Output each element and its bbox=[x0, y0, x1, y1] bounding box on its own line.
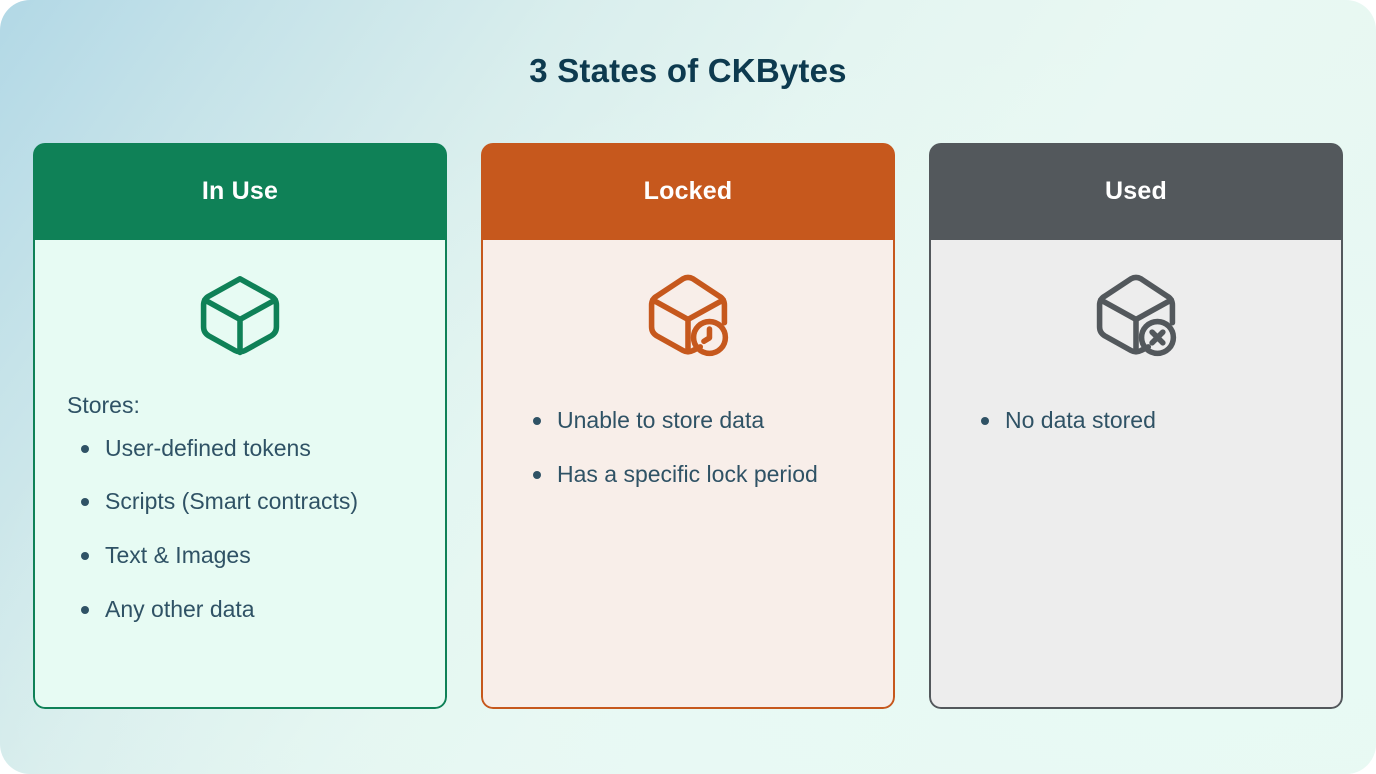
card-title-locked: Locked bbox=[643, 177, 733, 205]
card-body-in-use: Stores: User-defined tokens Scripts (Sma… bbox=[33, 240, 447, 709]
card-title-used: Used bbox=[1105, 177, 1167, 205]
card-body-used: No data stored bbox=[929, 240, 1343, 709]
card-header-used: Used bbox=[929, 143, 1343, 240]
card-header-locked: Locked bbox=[481, 143, 895, 240]
state-card-locked: Locked Unable to store data Has a spe bbox=[481, 143, 895, 709]
list-item: Text & Images bbox=[65, 541, 415, 570]
box-icon bbox=[35, 240, 445, 392]
stores-label: Stores: bbox=[67, 392, 140, 418]
list-item: User-defined tokens bbox=[65, 434, 415, 463]
card-content-in-use: Stores: User-defined tokens Scripts (Sma… bbox=[35, 392, 445, 624]
list-item: Any other data bbox=[65, 595, 415, 624]
state-cards-row: In Use Stores: User-defined tokens Scrip… bbox=[33, 143, 1343, 709]
card-content-locked: Unable to store data Has a specific lock… bbox=[483, 392, 893, 489]
list-item: Unable to store data bbox=[513, 406, 863, 435]
box-clock-icon bbox=[483, 240, 893, 392]
list-item: No data stored bbox=[961, 406, 1311, 435]
state-card-in-use: In Use Stores: User-defined tokens Scrip… bbox=[33, 143, 447, 709]
bullet-list-used: No data stored bbox=[961, 406, 1311, 435]
bullet-list-in-use: User-defined tokens Scripts (Smart contr… bbox=[65, 434, 415, 624]
card-title-in-use: In Use bbox=[201, 177, 279, 205]
list-item: Has a specific lock period bbox=[513, 460, 863, 489]
page-title: 3 States of CKBytes bbox=[529, 52, 847, 89]
box-x-icon bbox=[931, 240, 1341, 392]
card-body-locked: Unable to store data Has a specific lock… bbox=[481, 240, 895, 709]
state-card-used: Used No data stored bbox=[929, 143, 1343, 709]
list-item: Scripts (Smart contracts) bbox=[65, 487, 415, 516]
card-header-in-use: In Use bbox=[33, 143, 447, 240]
bullet-list-locked: Unable to store data Has a specific lock… bbox=[513, 406, 863, 489]
card-content-used: No data stored bbox=[931, 392, 1341, 435]
